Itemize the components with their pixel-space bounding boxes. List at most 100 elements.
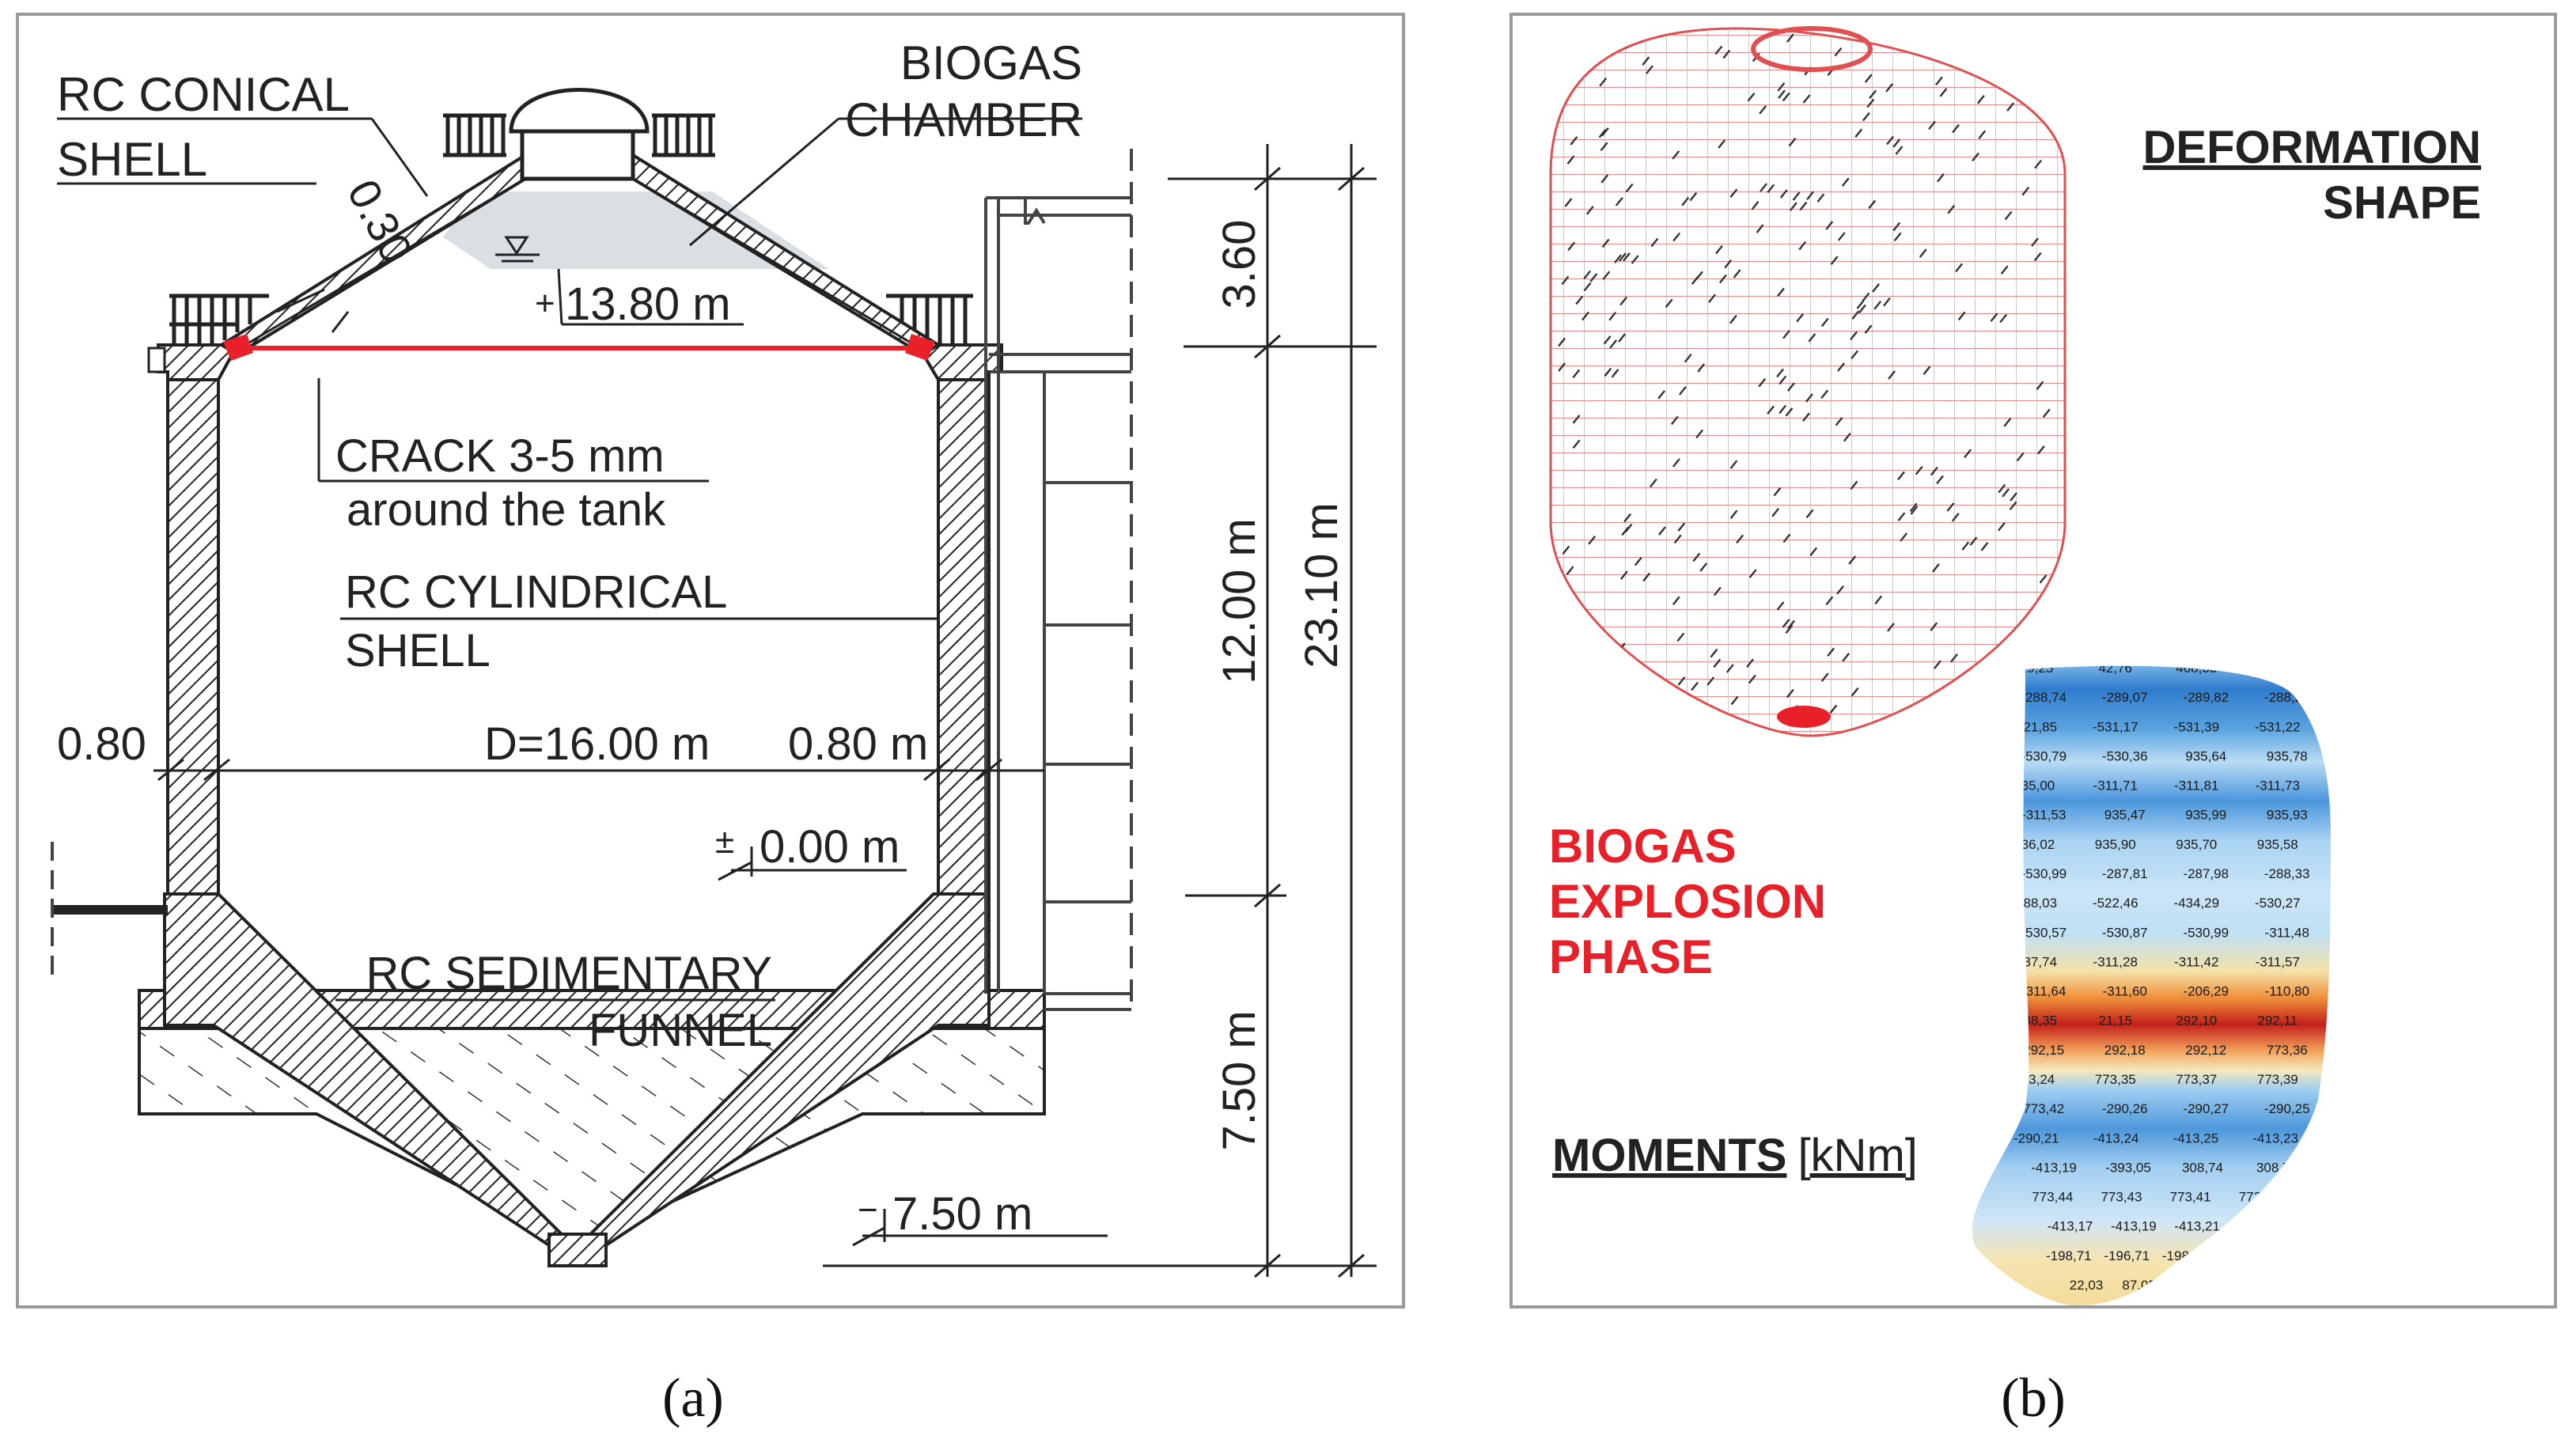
label-phase-3: PHASE — [1549, 930, 1713, 983]
moment-value: 935,00 — [2013, 778, 2055, 793]
panel-a-labels: RC CONICAL SHELL BIOGAS CHAMBER 0.30 + 1… — [57, 36, 1347, 1240]
mesh-tick — [2003, 418, 2012, 427]
tank-section — [51, 88, 1133, 1267]
mesh-tick — [1779, 375, 1787, 385]
mesh-tick — [1776, 601, 1785, 611]
label-sedimentary-1: RC SEDIMENTARY — [366, 948, 772, 999]
mesh-tick — [1836, 585, 1844, 595]
mesh-tick — [1718, 274, 1727, 284]
mesh-tick — [1868, 199, 1877, 210]
mesh-tick — [1618, 333, 1627, 343]
mesh-tick — [1566, 566, 1574, 575]
mesh-tick — [2002, 488, 2010, 498]
crack-mark-left — [223, 334, 253, 361]
moment-value: -72,40 — [2224, 1248, 2262, 1263]
mesh-tick — [1872, 282, 1881, 293]
mesh-tick — [1649, 478, 1657, 488]
mesh-tick — [1990, 312, 1998, 322]
mesh-tick — [1758, 377, 1767, 388]
mesh-tick — [1782, 330, 1790, 339]
moment-value: 292,18 — [2104, 1043, 2146, 1058]
mesh-tick — [1678, 386, 1687, 396]
bottom-point — [1777, 706, 1831, 728]
mesh-tick — [1883, 297, 1891, 307]
mesh-tick — [1910, 506, 1919, 515]
mesh-tick — [1998, 483, 2006, 494]
moment-value: -289,82 — [2183, 690, 2229, 705]
mesh-tick — [2042, 408, 2051, 418]
mesh-tick — [1561, 275, 1570, 286]
moment-value: 935,78 — [2267, 748, 2308, 763]
label-level-bottom: 7.50 m — [892, 1188, 1032, 1240]
mesh-tick — [2031, 237, 2039, 247]
label-level-top: 13.80 m — [565, 278, 731, 330]
moment-value: -531,17 — [2093, 719, 2138, 734]
moment-value: -290,27 — [2183, 1101, 2229, 1116]
mesh-tick — [1713, 586, 1722, 597]
moment-value: -110,80 — [2265, 984, 2309, 999]
mesh-tick — [1955, 263, 1964, 273]
mesh-tick — [1670, 415, 1679, 426]
mesh-tick — [2036, 626, 2045, 635]
mesh-tick — [1697, 363, 1706, 373]
mesh-tick — [1866, 98, 1875, 108]
deformation-model — [1549, 26, 2066, 737]
mesh-tick — [2040, 638, 2048, 649]
mesh-tick — [1796, 312, 1805, 323]
mesh-tick — [1759, 105, 1767, 115]
mesh-tick — [1779, 404, 1787, 415]
moment-value: -413,17 — [2048, 1219, 2093, 1234]
dim-mid: 12.00 m — [1214, 518, 1265, 684]
mesh-tick — [1961, 541, 1970, 551]
mesh-tick — [1931, 563, 1940, 573]
mesh-tick — [2036, 381, 2044, 391]
mesh-tick — [1930, 622, 1938, 631]
moment-value: -413,23 — [2252, 1131, 2298, 1146]
mesh-tick — [1672, 596, 1680, 606]
mesh-tick — [1665, 298, 1673, 309]
moment-value: 292,10 — [2176, 1013, 2217, 1028]
mesh-tick — [1572, 415, 1581, 424]
mesh-tick — [1726, 664, 1734, 673]
mesh-tick — [1805, 509, 1814, 519]
mesh-tick — [1928, 120, 1937, 131]
panel-b-labels: DEFORMATION SHAPE BIOGAS EXPLOSION PHASE… — [1549, 122, 2481, 1181]
mesh-tick — [1673, 232, 1681, 242]
moment-value: -530,79 — [2021, 748, 2066, 763]
mesh-tick — [1785, 624, 1794, 634]
mesh-tick — [1908, 40, 1917, 51]
moment-value: 22,03 — [2070, 1278, 2104, 1293]
moment-value: 17,36 — [2228, 1278, 2262, 1293]
biogas-gas-region — [443, 191, 829, 269]
mesh-tick — [1564, 47, 1573, 56]
moment-value: -434,29 — [2173, 896, 2219, 911]
moment-value: -311,73 — [2256, 778, 2300, 793]
mesh-tick — [1808, 333, 1816, 343]
moment-value: 773,24 — [2013, 1072, 2055, 1087]
mesh-tick — [2010, 492, 2017, 502]
mesh-tick — [1788, 137, 1797, 147]
mesh-tick — [1779, 189, 1788, 199]
mesh-tick — [1746, 658, 1754, 668]
moment-value: 773,37 — [2176, 1072, 2217, 1087]
label-biogas-1: BIOGAS — [900, 36, 1082, 89]
mesh-tick — [1622, 252, 1631, 262]
mesh-tick — [1850, 480, 1858, 490]
mesh-tick — [1816, 193, 1825, 203]
mesh-tick — [1850, 331, 1858, 341]
mesh-tick — [1802, 412, 1810, 422]
moment-value: 308,74 — [2182, 1160, 2223, 1175]
railing-left — [169, 294, 269, 345]
mesh-tick — [1799, 201, 1808, 211]
moment-value: -290,25 — [2264, 1101, 2310, 1116]
mesh-tick — [1787, 619, 1796, 630]
moment-value: -206,29 — [2183, 984, 2229, 999]
mesh-tick — [1999, 676, 2008, 686]
mesh-tick — [1982, 51, 1991, 60]
moment-value: -196,71 — [2104, 1248, 2150, 1263]
moment-value: -413,24 — [2093, 1131, 2139, 1146]
moment-value: 773,43 — [2101, 1190, 2142, 1205]
shell-inner-right — [632, 177, 915, 347]
mesh-tick — [1950, 653, 1958, 663]
mesh-tick — [1837, 232, 1846, 241]
